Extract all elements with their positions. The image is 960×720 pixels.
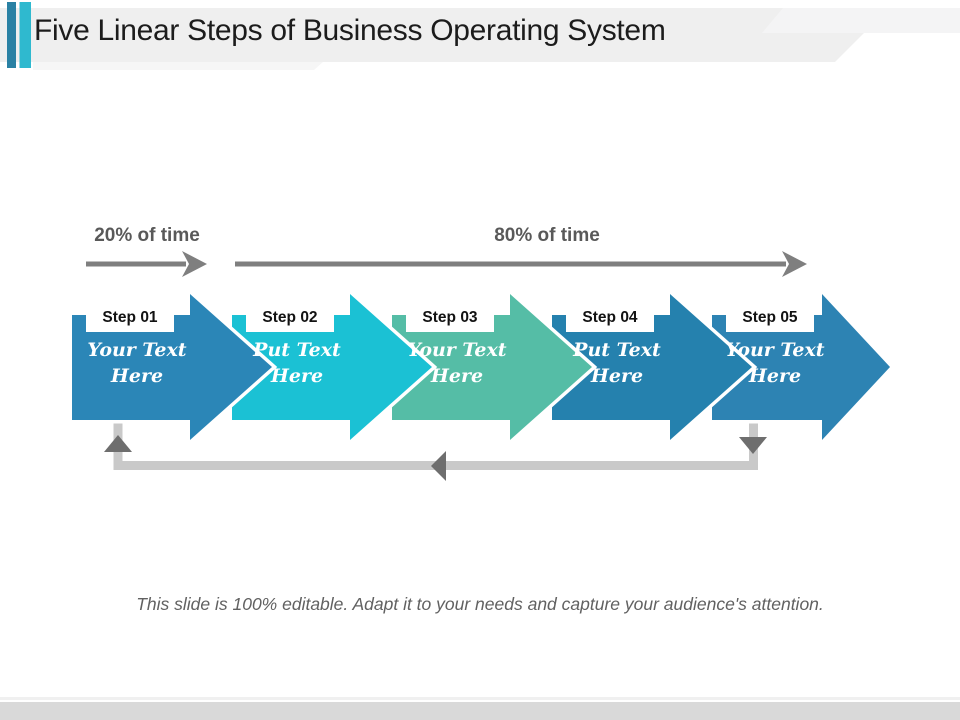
step-3-text-line1: Your Text	[407, 339, 507, 361]
step-1-text-line1: Your Text	[87, 339, 187, 361]
step-5-text-line2: Here	[748, 365, 802, 387]
step-1-tag: Step 01	[86, 304, 174, 332]
step-1-text-line2: Here	[110, 365, 164, 387]
timeline-20-label: 20% of time	[94, 225, 200, 246]
timeline-80-arrowhead-icon	[782, 251, 807, 277]
header-band-top-right	[762, 8, 960, 33]
timeline-80-label: 80% of time	[494, 225, 600, 246]
step-2-text-line1: Put Text	[253, 339, 341, 361]
header-band	[0, 8, 889, 62]
step-5-tag: Step 05	[726, 304, 814, 332]
timeline-80-line	[235, 261, 786, 267]
editable-note: This slide is 100% editable. Adapt it to…	[136, 594, 824, 614]
step-5-text: Your Text Here	[705, 337, 845, 389]
step-3-text-line2: Here	[430, 365, 484, 387]
loop-down-arrowhead-icon	[739, 437, 767, 454]
step-5-text-line1: Your Text	[725, 339, 825, 361]
step-1-text: Your Text Here	[67, 337, 207, 389]
step-2-text-line2: Here	[270, 365, 324, 387]
step-3-tag: Step 03	[406, 304, 494, 332]
timeline-20-line	[86, 261, 186, 267]
step-2-text: Put Text Here	[227, 337, 367, 389]
step-4-text-line1: Put Text	[573, 339, 661, 361]
step-4-text: Put Text Here	[547, 337, 687, 389]
footer-band	[0, 702, 960, 720]
loop-left-arrowhead-icon	[431, 451, 446, 481]
step-4-text-line2: Here	[590, 365, 644, 387]
header-band-under-strip	[33, 62, 323, 70]
step-2-tag: Step 02	[246, 304, 334, 332]
accent-bar-right	[19, 2, 31, 68]
accent-bar-left	[7, 2, 16, 68]
step-3-text: Your Text Here	[387, 337, 527, 389]
page-title: Five Linear Steps of Business Operating …	[34, 14, 666, 47]
loop-up-arrowhead-icon	[104, 435, 132, 452]
step-4-tag: Step 04	[566, 304, 654, 332]
timeline-20-arrowhead-icon	[182, 251, 207, 277]
footer-band-highlight	[0, 697, 960, 700]
